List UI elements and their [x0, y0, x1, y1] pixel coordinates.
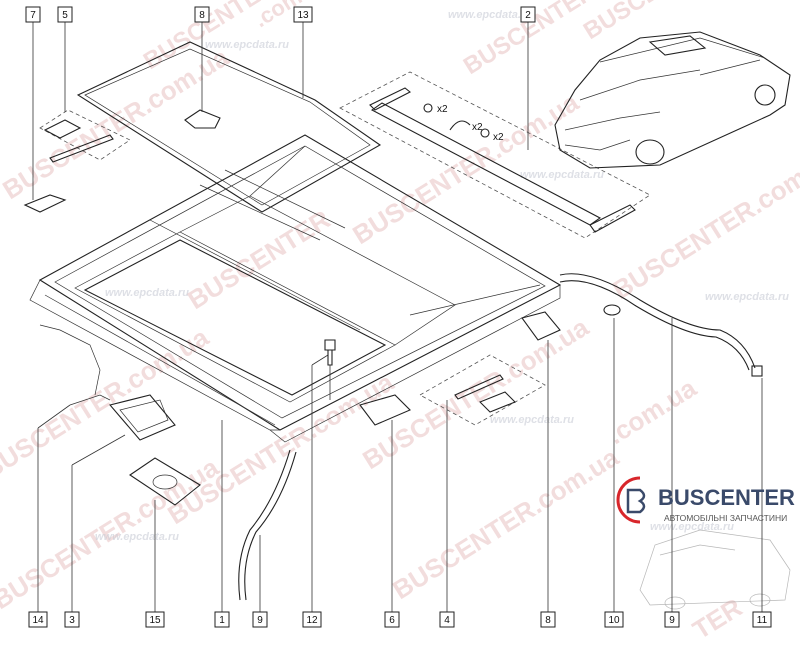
svg-text:7: 7: [30, 10, 36, 21]
callout-2: 2: [520, 6, 536, 23]
svg-text:6: 6: [389, 615, 395, 626]
motor-3-detail: [119, 399, 169, 433]
callout-8-right: 8: [540, 611, 556, 628]
svg-text:11: 11: [757, 615, 768, 626]
svg-text:8: 8: [199, 10, 205, 21]
bracket-8-right: [521, 311, 561, 341]
bolt-12-shank: [327, 349, 333, 366]
svg-text:15: 15: [149, 615, 161, 626]
watermark-brand: BUSCENTER: [182, 204, 335, 315]
kit-2-nut: [480, 128, 490, 138]
svg-text:13: 13: [297, 10, 309, 21]
logo-subtitle: АВТОМОБІЛЬНІ ЗАПЧАСТИНИ: [664, 513, 787, 523]
watermark-site: BUSCENTER.com.ua: [0, 42, 234, 206]
watermark-site: BUSCENTER.com.ua: [387, 442, 624, 606]
callout-9: 9: [252, 611, 268, 628]
clamp-10: [603, 304, 621, 316]
bracket-8: [184, 109, 221, 129]
drain-hose-9-left: [238, 449, 291, 601]
watermark-epc: www.epcdata.ru: [448, 9, 532, 21]
quantity-mark: x2: [493, 132, 504, 143]
callout-10: 10: [604, 611, 624, 628]
kit-5-rail: [49, 134, 114, 163]
callout-12: 12: [302, 611, 322, 628]
kit-2-rail-end2: [589, 204, 636, 233]
kit-2-rail: [370, 102, 602, 226]
callout-13: 13: [293, 6, 313, 23]
bolt-12: [324, 339, 336, 351]
callout-1: 1: [214, 611, 230, 628]
svg-text:5: 5: [62, 10, 68, 21]
callout-6: 6: [384, 611, 400, 628]
watermark-com-ua: .com.ua: [249, 0, 333, 32]
svg-text:9: 9: [669, 615, 675, 626]
watermark-epc: www.epcdata.ru: [520, 169, 604, 181]
sunroof-frame: [29, 134, 562, 443]
quantity-mark: x2: [437, 104, 448, 115]
switch-15-knob: [152, 474, 178, 490]
seal-13-inner: [84, 48, 371, 206]
svg-text:3: 3: [69, 615, 75, 626]
callout-14: 14: [28, 611, 48, 628]
wiring-harness: [39, 324, 101, 396]
watermark-epc: www.epcdata.ru: [95, 531, 179, 543]
watermark-ter: TER: [687, 592, 747, 645]
wiring-14: [69, 394, 111, 406]
logo-ring-icon: [616, 476, 641, 524]
svg-text:4: 4: [444, 615, 450, 626]
leader-lines: [32, 22, 763, 612]
drain-hose-9-right-edge: [559, 280, 750, 371]
callout-7: 7: [25, 6, 41, 23]
callout-15: 15: [145, 611, 165, 628]
callout-3: 3: [64, 611, 80, 628]
watermark-site: BUSCENTER.com.ua: [0, 322, 214, 486]
logo-title: BUSCENTER: [658, 485, 795, 510]
watermark-epc: www.epcdata.ru: [205, 39, 289, 51]
svg-text:8: 8: [545, 615, 551, 626]
hose-end-11: [751, 365, 763, 377]
bracket-7: [23, 194, 67, 213]
drain-hose-9-left-edge: [244, 451, 297, 601]
callout-4: 4: [439, 611, 455, 628]
kit-2-rail-end: [369, 87, 412, 111]
svg-text:10: 10: [608, 615, 620, 626]
watermark-epc: www.epcdata.ru: [490, 414, 574, 426]
buscenter-logo: BUSCENTER АВТОМОБІЛЬНІ ЗАПЧАСТИНИ: [616, 476, 795, 610]
motor-3: [109, 394, 176, 441]
kit-4-clip: [479, 391, 516, 413]
kit-2-spring: [449, 120, 471, 131]
kit-2-screw: [423, 103, 433, 113]
watermark-epc: www.epcdata.ru: [705, 291, 789, 303]
switch-15: [129, 457, 201, 506]
kit-2-outline: [339, 71, 651, 239]
svg-text:1: 1: [219, 615, 225, 626]
svg-text:2: 2: [525, 10, 531, 21]
watermark-epc: www.epcdata.ru: [105, 287, 189, 299]
watermark-com-ua: .com.ua: [602, 372, 702, 450]
logo-b-icon: [626, 488, 646, 514]
quantity-mark: x2: [472, 122, 483, 133]
kit-5-clip: [43, 119, 82, 139]
callout-5: 5: [57, 6, 73, 23]
svg-text:12: 12: [306, 615, 318, 626]
bracket-6: [359, 394, 411, 426]
kit-5-outline: [39, 109, 131, 161]
callout-11: 11: [752, 611, 772, 628]
car-illustration: [554, 31, 791, 169]
drain-hose-9-right: [559, 273, 756, 369]
kit-4-outline: [419, 354, 546, 426]
callout-8: 8: [194, 6, 210, 23]
watermark-epc: www.epcdata.ru: [650, 521, 734, 533]
svg-text:14: 14: [32, 615, 44, 626]
svg-text:9: 9: [257, 615, 263, 626]
callout-9-right: 9: [664, 611, 680, 628]
kit-4-rail: [454, 374, 504, 400]
seal-13: [76, 41, 382, 213]
